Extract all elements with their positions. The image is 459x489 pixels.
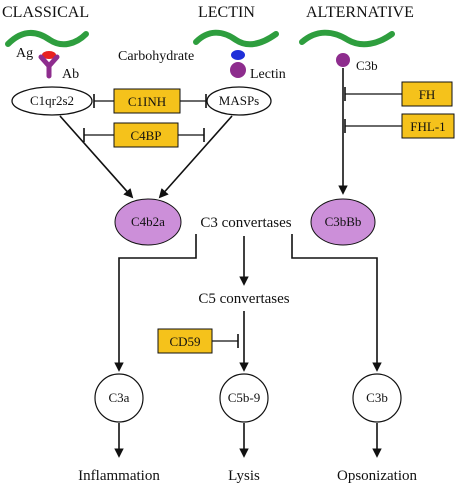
- carbohydrate-label: Carbohydrate: [118, 49, 194, 64]
- antibody-shape: [38, 54, 60, 79]
- lectin-header: LECTIN: [198, 4, 255, 21]
- lysis-label: Lysis: [228, 468, 260, 484]
- c1qr2s2-node: [11, 86, 93, 116]
- classical-header: CLASSICAL: [2, 4, 89, 21]
- fh-box: [401, 81, 453, 107]
- c4bp-label: C4BP: [130, 128, 161, 143]
- c3b-label: C3b: [366, 390, 388, 405]
- c4bp-box: [113, 122, 179, 148]
- c3b-surface-shape: [336, 53, 350, 67]
- fhl1-box: [401, 113, 455, 139]
- arrow-c1-to-c4b2a: [59, 115, 134, 199]
- fhl1-label: FHL-1: [410, 119, 445, 134]
- antigen-label: Ag: [16, 46, 33, 61]
- alternative-header: ALTERNATIVE: [306, 4, 414, 21]
- c3-convertases-label: C3 convertases: [200, 215, 291, 231]
- fh-label: FH: [419, 87, 436, 102]
- c1qr2s2-label: C1qr2s2: [30, 93, 74, 108]
- masps-node: [206, 86, 272, 116]
- branch-to-c3b: [291, 234, 382, 372]
- c3bbb-label: C3bBb: [325, 214, 362, 229]
- c4b2a-label: C4b2a: [131, 214, 165, 229]
- antigen-shape: [42, 51, 56, 59]
- branch-to-c3a: [114, 234, 197, 372]
- pathogen-surface-lectin: [193, 29, 279, 48]
- c3a-label: C3a: [109, 390, 130, 405]
- c3b-surface-label: C3b: [356, 58, 378, 73]
- arrow-masps-to-c4b2a: [158, 115, 233, 199]
- lectin-label: Lectin: [250, 67, 286, 82]
- opsonization-label: Opsonization: [337, 468, 417, 484]
- cd59-label: CD59: [169, 334, 200, 349]
- lectin-shape: [230, 62, 246, 78]
- antibody-label: Ab: [62, 67, 79, 82]
- c1inh-box: [113, 88, 181, 114]
- pathogen-surface-alternative: [299, 29, 395, 48]
- c3bbb-node: [310, 198, 376, 246]
- c3b-node: [352, 373, 402, 423]
- inflammation-label: Inflammation: [78, 468, 160, 484]
- c3a-node: [94, 373, 144, 423]
- c1inh-label: C1INH: [128, 94, 166, 109]
- pathogen-surface-classical: [5, 30, 89, 48]
- masps-label: MASPs: [219, 93, 259, 108]
- carbohydrate-shape: [231, 50, 245, 60]
- c5b9-label: C5b-9: [228, 390, 261, 405]
- c5-convertases-label: C5 convertases: [198, 291, 289, 307]
- c5b9-node: [219, 373, 269, 423]
- c4b2a-node: [114, 198, 182, 246]
